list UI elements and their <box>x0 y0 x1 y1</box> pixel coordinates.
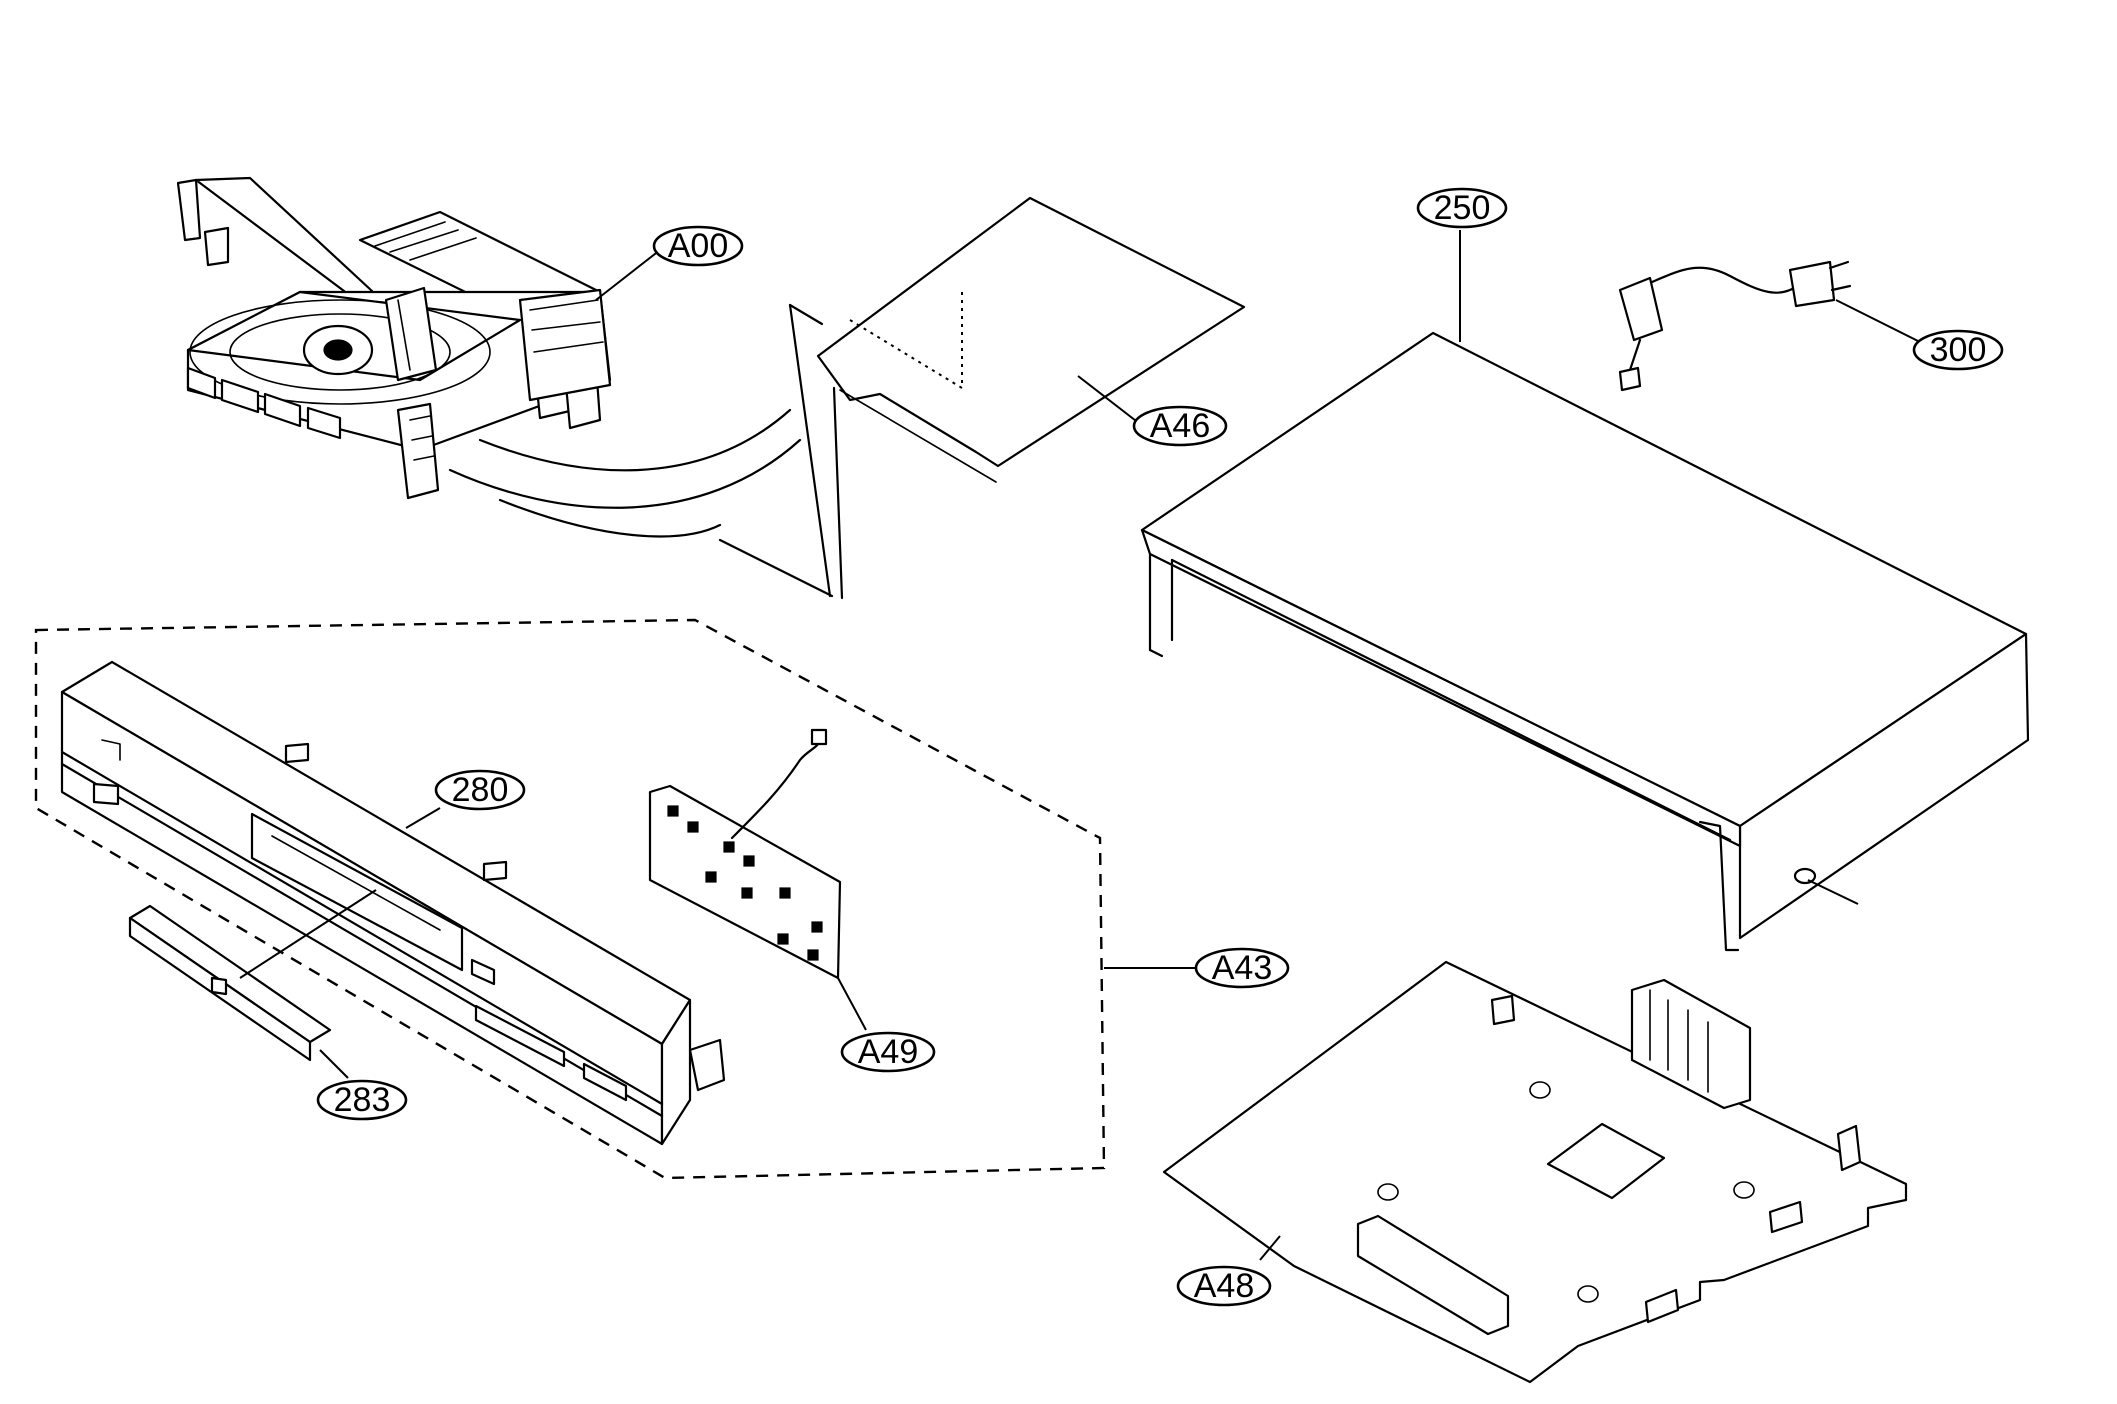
callout-a43: A43 <box>1194 947 1290 989</box>
callout-a00: A00 <box>652 225 744 267</box>
callout-a48: A48 <box>1176 1265 1272 1307</box>
svg-text:250: 250 <box>1434 189 1491 227</box>
callout-a49: A49 <box>840 1031 936 1073</box>
svg-text:A46: A46 <box>1150 407 1211 445</box>
svg-text:280: 280 <box>452 771 509 809</box>
svg-text:283: 283 <box>334 1081 391 1119</box>
callout-250: 250 <box>1416 187 1508 229</box>
dvd-loader-mechanism <box>176 176 802 538</box>
board-a46 <box>718 196 1246 600</box>
callout-283: 283 <box>316 1079 408 1121</box>
svg-text:A00: A00 <box>668 227 729 265</box>
svg-text:300: 300 <box>1930 331 1987 369</box>
main-board <box>1162 960 1908 1384</box>
callout-a46: A46 <box>1132 405 1228 447</box>
switch-board <box>648 728 867 1031</box>
svg-text:A48: A48 <box>1194 1267 1255 1305</box>
callout-280: 280 <box>434 769 526 811</box>
front-assembly-boundary <box>34 618 1200 1180</box>
power-cord <box>1618 260 1921 392</box>
svg-text:A43: A43 <box>1212 949 1273 987</box>
front-button <box>128 889 377 1079</box>
svg-text:A49: A49 <box>858 1033 919 1071</box>
front-panel <box>60 660 726 1146</box>
top-cover <box>1140 230 2030 952</box>
callout-300: 300 <box>1912 329 2004 371</box>
